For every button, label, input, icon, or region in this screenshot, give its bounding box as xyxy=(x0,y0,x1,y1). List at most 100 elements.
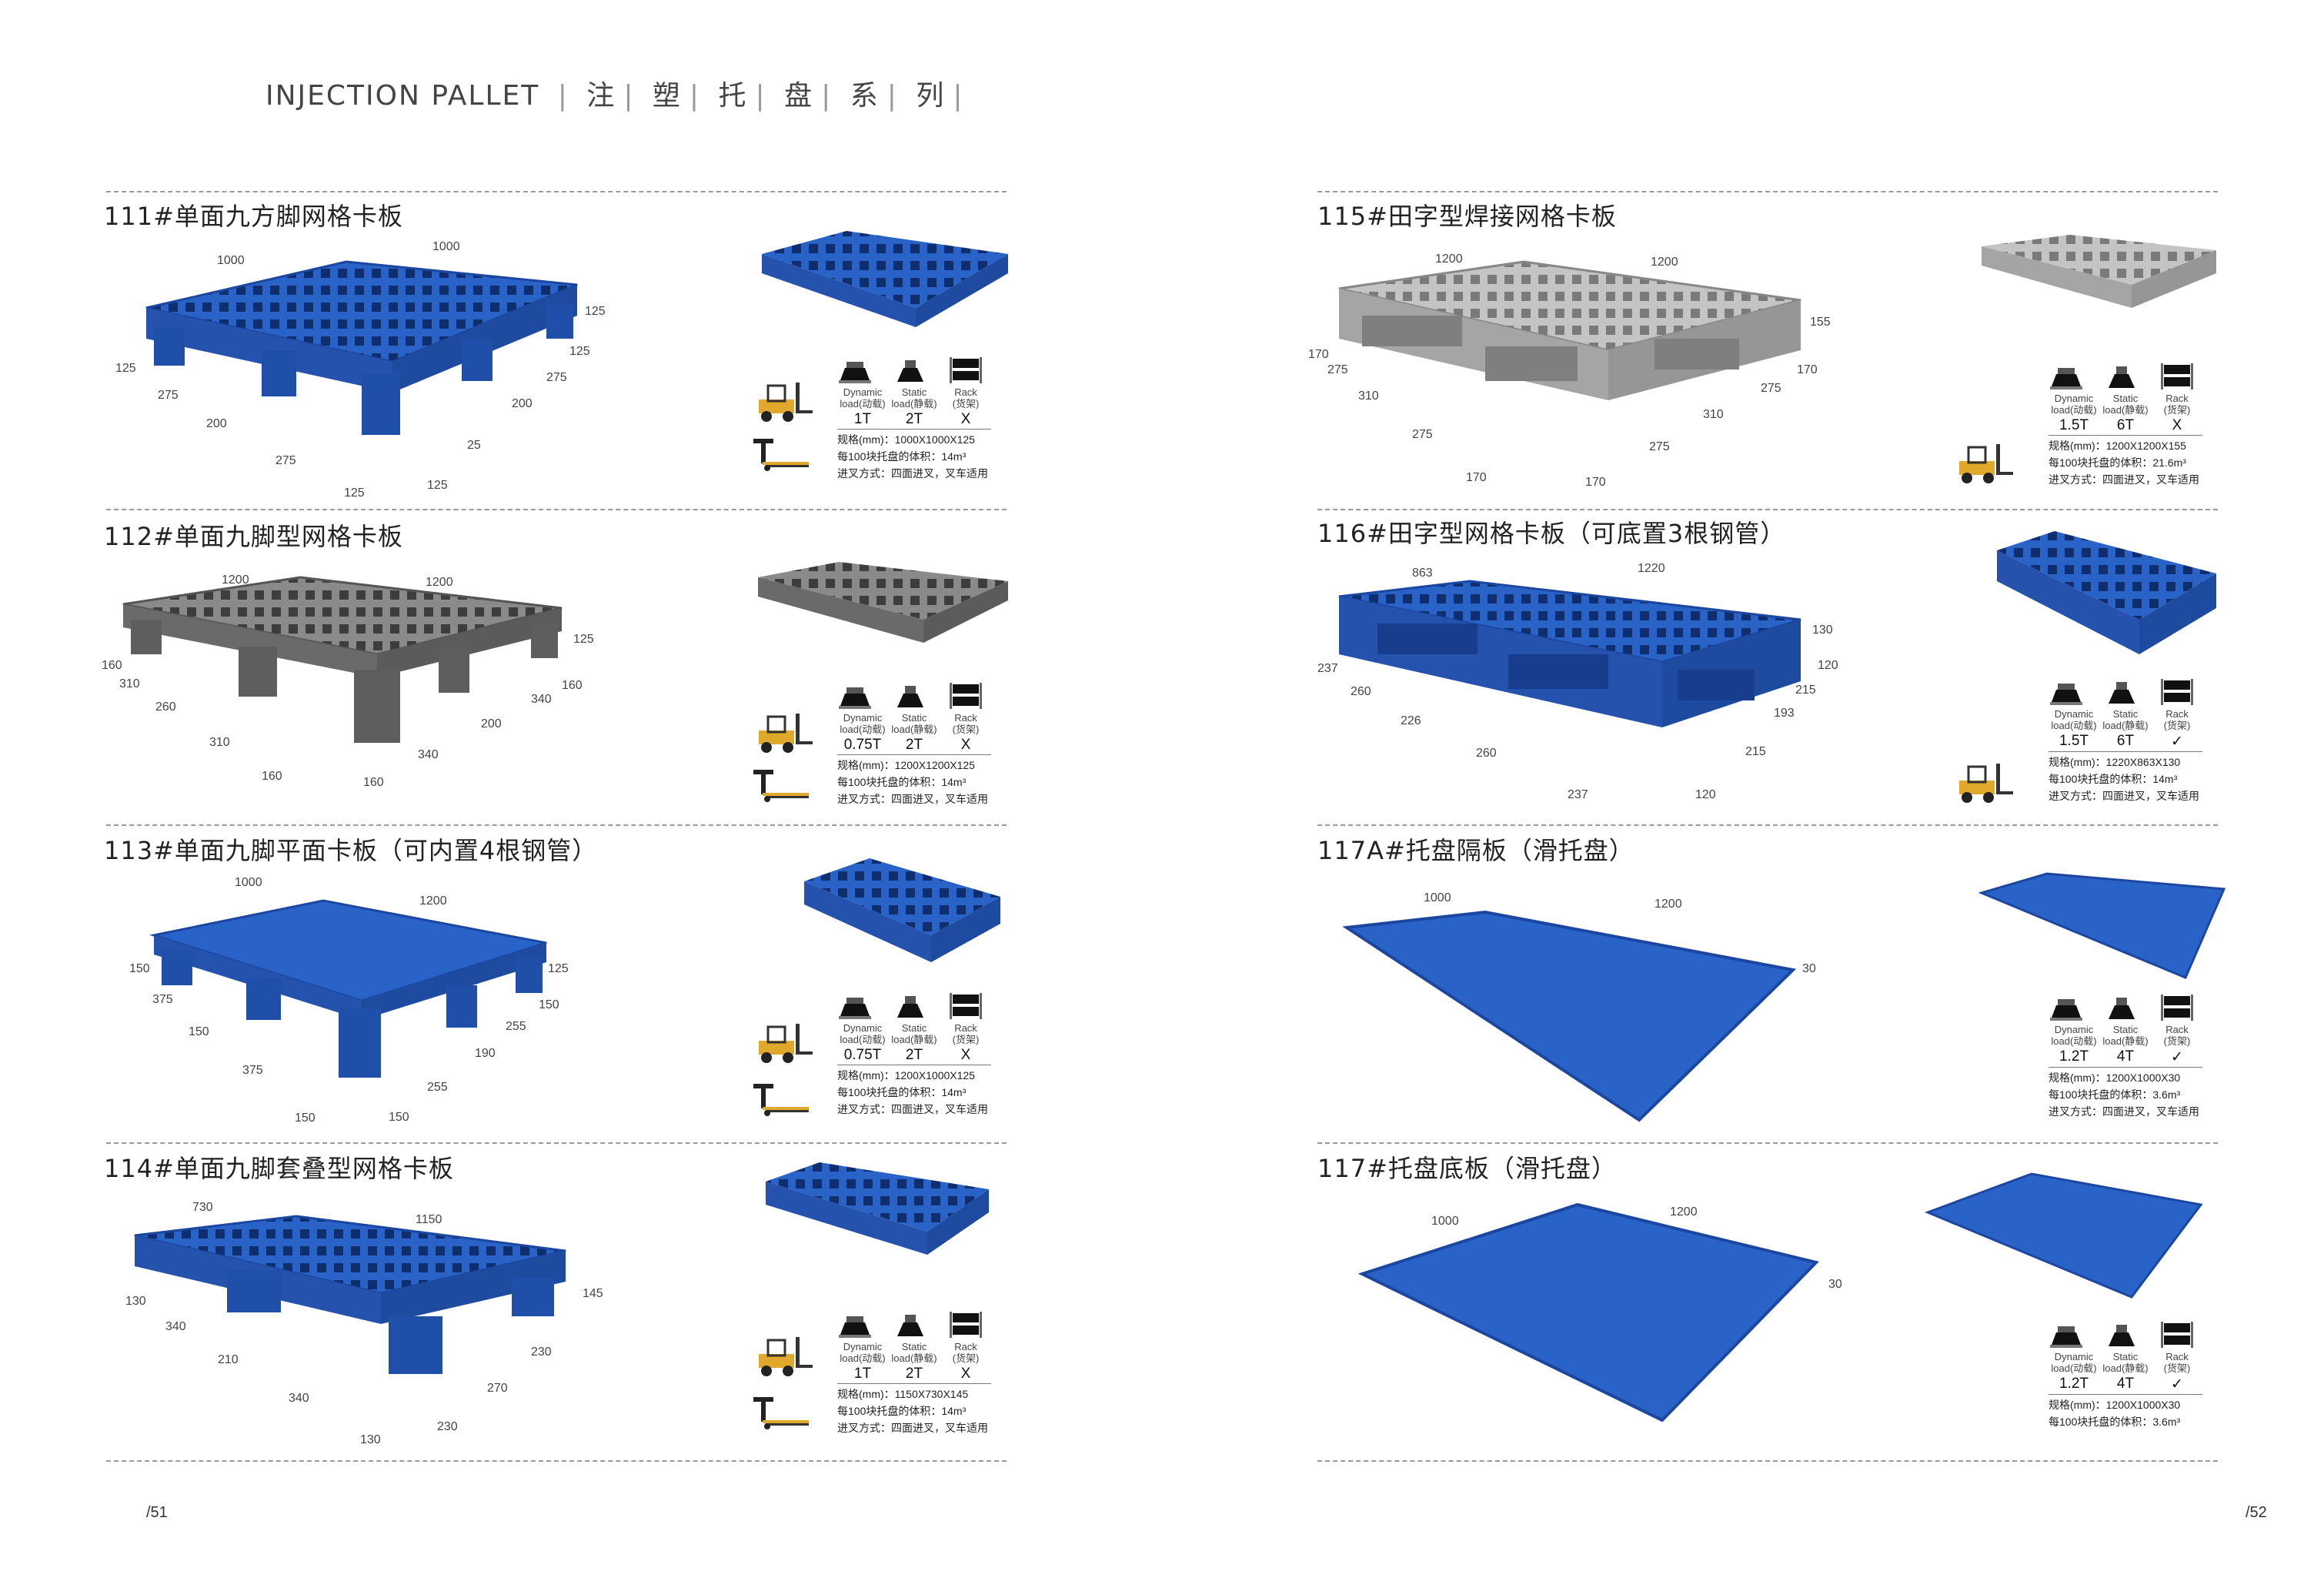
spec-entry: 进叉方式：四面进叉，叉车适用 xyxy=(2049,1105,2199,1118)
dimension-label: 340 xyxy=(531,693,552,706)
static-load-value: 6T xyxy=(2116,733,2135,749)
dimension-label: 125 xyxy=(115,362,136,375)
dynamic-load-icon xyxy=(2050,1326,2082,1348)
dimension-label: 275 xyxy=(158,389,179,402)
dimension-label: 145 xyxy=(583,1287,603,1300)
divider xyxy=(106,1460,1007,1462)
dimension-label: 150 xyxy=(539,998,559,1011)
forklift-icon xyxy=(757,1336,814,1378)
rack-load-icon xyxy=(950,993,982,1019)
dimension-label: 30 xyxy=(1828,1278,1842,1291)
static-load-value: 2T xyxy=(905,1366,923,1382)
dimension-label: 255 xyxy=(427,1081,448,1094)
dimension-label: 1200 xyxy=(1435,252,1463,266)
static-load-value: 6T xyxy=(2116,417,2135,433)
dimension-label: 230 xyxy=(437,1420,458,1433)
page-number-right: /52 xyxy=(2246,1504,2267,1521)
dimension-label: 275 xyxy=(1327,363,1348,376)
dimension-label: 310 xyxy=(209,736,230,749)
dimension-label: 237 xyxy=(1317,662,1338,675)
dimension-label: 340 xyxy=(418,748,439,761)
dimension-label: 230 xyxy=(531,1346,552,1359)
header-cn-char: 系 xyxy=(850,80,880,112)
dimension-label: 1200 xyxy=(1670,1205,1698,1219)
pallet-thumbnail xyxy=(1997,531,2216,654)
dimension-label: 730 xyxy=(192,1201,213,1214)
divider xyxy=(1317,1142,2218,1144)
divider xyxy=(1317,824,2218,826)
static-load-icon xyxy=(2109,1325,2135,1346)
spec-size: 规格(mm)：1200X1000X30 xyxy=(2049,1399,2181,1411)
spec-volume: 每100块托盘的体积：14m³ xyxy=(837,450,967,463)
spec-volume: 每100块托盘的体积：3.6m³ xyxy=(2049,1416,2181,1428)
header-english: INJECTION PALLET xyxy=(265,80,540,112)
pallet-thumbnail xyxy=(1924,1172,2203,1299)
dimension-label: 340 xyxy=(289,1392,309,1405)
dimension-label: 270 xyxy=(487,1382,508,1395)
spec-size: 规格(mm)：1200X1000X125 xyxy=(837,1069,975,1082)
dimension-label: 120 xyxy=(1695,788,1716,801)
pallet-thumbnail xyxy=(1978,872,2226,979)
pallet-image xyxy=(149,899,547,1078)
dimension-label: 1200 xyxy=(419,894,447,908)
forklift-icon xyxy=(757,1022,814,1065)
pallet-thumbnail xyxy=(804,858,1000,962)
dimension-label: 275 xyxy=(1412,428,1433,441)
dimension-label: 1200 xyxy=(1651,256,1678,269)
dimension-label: 215 xyxy=(1745,745,1766,758)
dimension-label: 275 xyxy=(1649,440,1670,453)
header-cn-char: 盘 xyxy=(784,80,814,112)
static-load-icon xyxy=(2109,682,2135,704)
rack-load-value: X xyxy=(960,1366,971,1382)
dimension-label: 1000 xyxy=(432,240,460,253)
dimension-label: 260 xyxy=(1351,685,1371,698)
static-load-value: 2T xyxy=(905,411,923,427)
dimension-label: 310 xyxy=(1703,408,1724,421)
dynamic-load-icon xyxy=(2050,999,2082,1021)
rack-load-icon xyxy=(950,1312,982,1338)
dimension-label: 215 xyxy=(1795,684,1816,697)
spec-volume: 每100块托盘的体积：14m³ xyxy=(2049,773,2178,785)
spec-entry: 进叉方式：四面进叉，叉车适用 xyxy=(837,1422,988,1434)
dynamic-load-icon xyxy=(2050,368,2082,389)
dimension-label: 340 xyxy=(165,1320,186,1333)
forklift-icon xyxy=(757,381,814,423)
product-title: 113#单面九脚平面卡板（可内置4根钢管） xyxy=(104,836,598,865)
pallet-image xyxy=(1342,910,1797,1122)
pallet-image xyxy=(1357,1202,1819,1423)
handtruck-icon xyxy=(753,1084,809,1116)
dimension-label: 310 xyxy=(1358,389,1379,403)
product-title: 116#田字型网格卡板（可底置3根钢管） xyxy=(1317,519,1786,548)
pallet-thumbnail xyxy=(762,231,1008,327)
product-title: 117A#托盘隔板（滑托盘） xyxy=(1317,836,1634,865)
divider xyxy=(1317,191,2218,192)
rack-load-value: X xyxy=(2172,417,2182,433)
dynamic-load-value: 0.75T xyxy=(843,1047,882,1063)
dimension-label: 375 xyxy=(152,993,173,1006)
dimension-label: 130 xyxy=(360,1433,381,1446)
dimension-label: 237 xyxy=(1568,788,1588,801)
dimension-label: 200 xyxy=(481,717,502,730)
spec-size: 规格(mm)：1150X730X145 xyxy=(837,1388,969,1400)
product-title: 114#单面九脚套叠型网格卡板 xyxy=(104,1154,454,1183)
handtruck-icon xyxy=(753,770,809,802)
pallet-thumbnail xyxy=(758,562,1008,643)
spec-size: 规格(mm)：1200X1200X155 xyxy=(2049,440,2186,452)
dynamic-load-icon xyxy=(839,687,871,709)
page-header: INJECTION PALLET | 注| 塑| 托| 盘| 系| 列| xyxy=(265,80,964,112)
dimension-label: 275 xyxy=(1761,382,1781,395)
pallet-image xyxy=(1338,260,1801,400)
dimension-label: 863 xyxy=(1412,567,1433,580)
pallet-image xyxy=(122,576,563,743)
static-load-icon xyxy=(897,1315,923,1336)
dimension-label: 260 xyxy=(155,700,176,714)
static-load-value: 4T xyxy=(2116,1048,2135,1065)
dimension-label: 1000 xyxy=(1424,891,1451,904)
product-title: 112#单面九脚型网格卡板 xyxy=(104,522,403,551)
